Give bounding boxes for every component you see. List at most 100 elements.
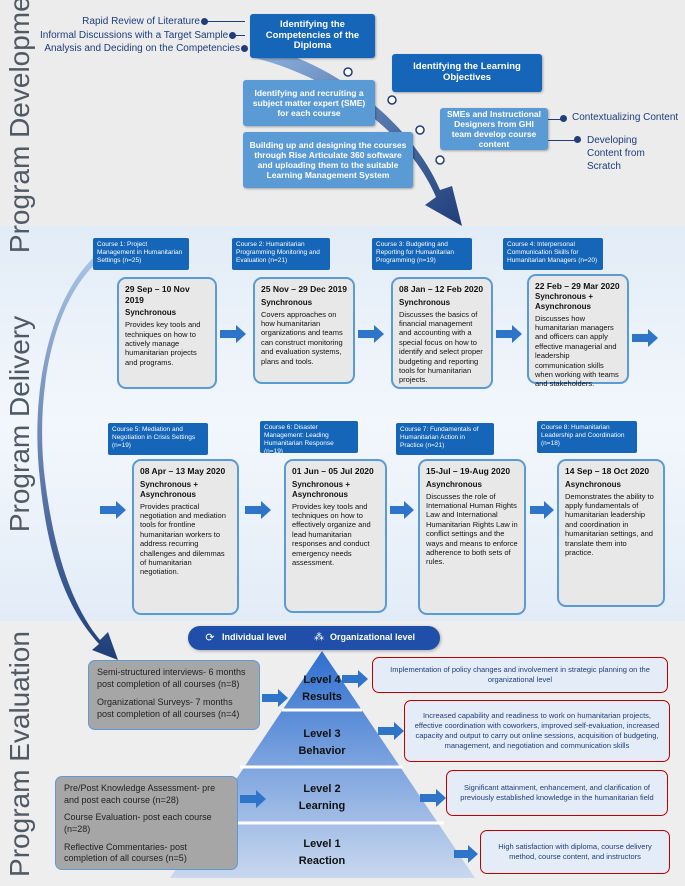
course-5-title: Course 5: Mediation and Negotiation in C…: [108, 423, 208, 455]
bullet-dot: [241, 45, 248, 52]
course-1-card: 29 Sep – 10 Nov 2019 Synchronous Provide…: [117, 277, 217, 389]
method-knowledge-assessment: Pre/Post Knowledge Assessment- pre and p…: [64, 783, 216, 805]
outcome-level-2: Significant attainment, enhancement, and…: [446, 770, 668, 816]
dev-right-item-1: Contextualizing Content: [572, 112, 679, 123]
bullet-dot: [201, 18, 208, 25]
sme-box: Identifying and recruiting a subject mat…: [243, 80, 375, 126]
course-2-mode: Synchronous: [261, 297, 313, 307]
course-5-date: 08 Apr – 13 May 2020: [140, 466, 226, 476]
course-5-mode: Synchronous + Asynchronous: [140, 479, 199, 499]
top-methods-box: Semi-structured interviews- 6 months pos…: [88, 660, 260, 730]
connector-line: [548, 119, 562, 120]
course-7-title: Course 7: Fundamentals of Humanitarian A…: [396, 423, 494, 455]
method-interviews: Semi-structured interviews- 6 months pos…: [97, 667, 246, 689]
bullet-dot: [574, 136, 581, 143]
course-6-title: Course 6: Disaster Management: Leading H…: [260, 421, 358, 455]
course-2-desc: Covers approaches on how humanitarian or…: [261, 309, 343, 366]
course-4-mode: Synchronous + Asynchronous: [535, 291, 594, 311]
course-2-date: 25 Nov – 29 Dec 2019: [261, 284, 348, 294]
dev-left-item-3: Analysis and Deciding on the Competencie…: [44, 43, 240, 54]
learning-objectives-box: Identifying the Learning Objectives: [392, 54, 542, 92]
course-3-card: 08 Jan – 12 Feb 2020 Synchronous Discuss…: [391, 277, 493, 389]
course-4-date: 22 Feb – 29 Mar 2020: [535, 281, 620, 291]
course-6-card: 01 Jun – 05 Jul 2020 Synchronous + Async…: [284, 459, 387, 613]
course-8-date: 14 Sep – 18 Oct 2020: [565, 466, 650, 476]
outcome-level-4: Implementation of policy changes and inv…: [372, 657, 668, 693]
group-icon: ⁂: [314, 632, 324, 643]
course-3-mode: Synchronous: [399, 297, 451, 307]
dev-left-item-1: Rapid Review of Literature: [82, 16, 200, 27]
course-1-date: 29 Sep – 10 Nov 2019: [125, 284, 190, 305]
arrow-right-icon: [240, 790, 266, 808]
arrow-right-icon: [378, 722, 404, 740]
course-7-desc: Discusses the role of International Huma…: [426, 491, 518, 567]
arrow-right-icon: [262, 689, 288, 707]
build-courses-box: Building up and designing the courses th…: [243, 132, 413, 188]
course-1-desc: Provides key tools and techniques on how…: [125, 320, 201, 367]
arrow-right-icon: [390, 501, 414, 519]
arrow-right-icon: [530, 501, 554, 519]
level-banner: [188, 626, 440, 650]
bullet-dot: [229, 32, 236, 39]
arrow-right-icon: [245, 501, 271, 519]
course-7-date: 15-Jul – 19-Aug 2020: [426, 466, 511, 476]
method-reflective-commentaries: Reflective Commentaries- post completion…: [64, 841, 188, 864]
course-2-title: Course 2: Humanitarian Programming Monit…: [232, 238, 330, 270]
arrow-right-icon: [496, 325, 522, 343]
course-8-card: 14 Sep – 18 Oct 2020 Asynchronous Demons…: [557, 459, 665, 607]
method-surveys: Organizational Surveys- 7 months post co…: [97, 697, 240, 720]
arrow-right-icon: [358, 325, 384, 343]
cycle-icon: ⟳: [205, 632, 215, 644]
course-3-date: 08 Jan – 12 Feb 2020: [399, 284, 484, 294]
course-1-title: Course 1: Project Management in Humanita…: [93, 238, 189, 270]
arrow-right-icon: [420, 789, 446, 807]
course-3-desc: Discusses the basics of financial manage…: [399, 309, 483, 385]
course-7-card: 15-Jul – 19-Aug 2020 Asynchronous Discus…: [418, 459, 526, 615]
dev-right-item-2: Developing Content from Scratch: [587, 135, 645, 172]
outcome-level-3: Increased capability and readiness to wo…: [404, 700, 670, 762]
arrow-right-icon: [454, 845, 478, 863]
course-2-card: 25 Nov – 29 Dec 2019 Synchronous Covers …: [253, 277, 355, 384]
course-4-card: 22 Feb – 29 Mar 2020 Synchronous + Async…: [527, 274, 629, 388]
course-4-title: Course 4: Interpersonal Communication Sk…: [503, 238, 603, 270]
individual-level-label: Individual level: [222, 632, 287, 642]
course-8-mode: Asynchronous: [565, 479, 622, 489]
course-8-title: Course 8: Humanitarian Leadership and Co…: [537, 421, 637, 453]
competencies-box: Identifying the Competencies of the Dipl…: [250, 14, 375, 58]
course-3-title: Course 3: Budgeting and Reporting for Hu…: [372, 238, 472, 270]
course-6-mode: Synchronous + Asynchronous: [292, 479, 351, 499]
connector-line: [548, 140, 576, 141]
designers-box: SMEs and Instructional Designers from GH…: [440, 108, 548, 150]
dev-left-item-2: Informal Discussions with a Target Sampl…: [40, 30, 229, 41]
bullet-dot: [560, 115, 567, 122]
arrow-right-icon: [220, 325, 246, 343]
outcome-level-1: High satisfaction with diploma, course d…: [480, 830, 670, 874]
organizational-level-label: Organizational level: [330, 632, 416, 642]
development-flow-arrow: [255, 45, 462, 226]
course-5-desc: Provides practical negotiation and media…: [140, 501, 226, 577]
evaluation-pyramid: [170, 651, 475, 878]
arrow-right-icon: [100, 501, 126, 519]
course-8-desc: Demonstrates the ability to apply fundam…: [565, 491, 654, 557]
course-6-desc: Provides key tools and techniques on how…: [292, 501, 371, 567]
arrow-right-icon: [342, 670, 368, 688]
course-4-desc: Discusses how humanitarian managers and …: [535, 313, 619, 389]
course-1-mode: Synchronous: [125, 308, 177, 318]
delivery-flow-arrow: [37, 255, 118, 660]
course-6-date: 01 Jun – 05 Jul 2020: [292, 466, 374, 476]
course-7-mode: Asynchronous: [426, 479, 483, 489]
connector-line: [207, 21, 245, 22]
method-course-evaluation: Course Evaluation- post each course (n=2…: [64, 812, 212, 835]
arrow-right-icon: [632, 329, 658, 347]
course-5-card: 08 Apr – 13 May 2020 Synchronous + Async…: [132, 459, 239, 615]
bottom-methods-box: Pre/Post Knowledge Assessment- pre and p…: [55, 776, 238, 870]
connector-line: [235, 35, 245, 36]
